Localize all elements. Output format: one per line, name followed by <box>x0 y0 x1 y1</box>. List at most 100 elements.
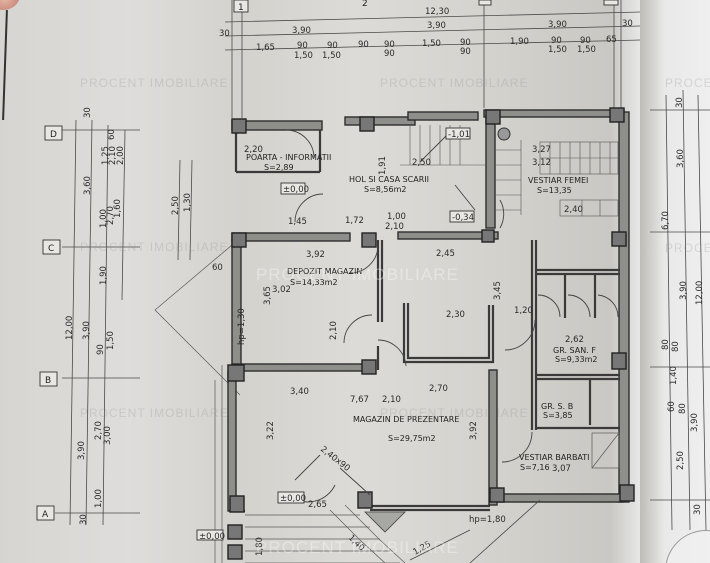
axis-label-2: 2 <box>362 0 368 9</box>
dim-segment: 30 <box>79 514 89 525</box>
watermark: PROCENT IMOBILIARE <box>380 406 528 420</box>
room-dim: 1,45 <box>288 217 307 227</box>
column <box>227 364 245 382</box>
room-dim: 2,65 <box>308 500 327 510</box>
dim-misc: 1,20 <box>514 306 533 316</box>
column <box>229 495 245 513</box>
dim-segment: 1,90 <box>99 266 109 285</box>
dim-opening: 90 <box>580 36 591 46</box>
dim-segment: 30 <box>83 107 93 118</box>
column <box>361 232 377 248</box>
room-dim: 2,10 <box>382 395 401 405</box>
axis-label-1: 1 <box>238 3 244 13</box>
room-area-vestiar-barbati: S=7,16 <box>520 463 550 472</box>
dim-opening: 90 <box>551 36 562 46</box>
dim-misc: 2,30 <box>446 310 465 320</box>
room-dim: 7,67 <box>350 395 369 405</box>
room-name-hol: HOL SI CASA SCARII <box>349 175 429 184</box>
watermark: PROCENT IMOBILIARE <box>665 241 710 255</box>
adjacent-page <box>640 0 710 563</box>
watermark: PROCENT IMOBILIARE <box>80 76 228 90</box>
room-name-depozit: DEPOZIT MAGAZIN <box>287 267 362 276</box>
dim-opening: 90 <box>460 47 471 57</box>
doors <box>285 129 619 503</box>
watermark: PROCENT IMOBILIARE <box>380 76 528 90</box>
room-area-depozit: S=14,33m2 <box>290 278 338 287</box>
dim-segment: 3,90 <box>82 321 92 340</box>
door-swing <box>377 339 407 367</box>
dim-opening: 90 <box>460 38 471 48</box>
dim-detail: 30 <box>693 504 703 515</box>
top-dimension-chain: 1 2 12,30 3,90 3,90 3,90 30 30 1,65 90 1… <box>219 0 641 118</box>
dim-opening: 1,50 <box>294 51 313 61</box>
room-area-gr-san-f: S=9,33m2 <box>555 355 597 364</box>
room-name-gr-san-f: GR. SAN. F <box>553 346 596 355</box>
column <box>619 484 635 502</box>
dim-detail: 1,00 <box>99 209 109 228</box>
door-swing <box>504 319 536 351</box>
axis-label-b: B <box>45 376 51 386</box>
level-label: -0,34 <box>452 213 474 223</box>
dim-total-width: 12,30 <box>425 7 449 17</box>
dim-detail: 2,00 <box>116 146 126 165</box>
column <box>489 487 505 503</box>
column <box>609 107 625 123</box>
dim-opening: 90 <box>384 49 395 59</box>
dim-opening: 90 <box>358 40 369 50</box>
watermark: PROCENT IMOBILIARE <box>80 406 228 420</box>
room-dim: 2,70 <box>429 384 448 394</box>
axis-label-a: A <box>42 510 49 520</box>
right-dimension-chain: 30 3,60 6,70 3,90 12,00 80 80 1,40 60 80… <box>650 89 710 531</box>
door-swing <box>285 129 315 159</box>
dim-misc: 3,45 <box>493 281 503 300</box>
dim-opening: 90 <box>384 40 395 50</box>
axis-marker-c <box>42 239 61 255</box>
level-label: ±0,00 <box>283 185 309 195</box>
column <box>227 524 243 540</box>
column <box>227 544 243 560</box>
watermark: PROCENT IMOBILIARE <box>256 538 459 557</box>
chimney-duct <box>497 127 511 141</box>
hp-label: hp=1,80 <box>469 515 506 525</box>
room-name-poarta: POARTA - INFORMATII <box>246 153 331 162</box>
dim-detail: 1,00 <box>94 489 104 508</box>
column <box>361 359 377 375</box>
room-labels: POARTA - INFORMATII S=2,89 2,20 HOL SI C… <box>244 145 597 510</box>
dim-segment: 6,70 <box>661 211 671 230</box>
dim-segment: 3,60 <box>83 176 93 195</box>
dim-segment: 3,90 <box>690 413 700 432</box>
dim-opening: 1,50 <box>322 51 341 61</box>
dim-total-height: 12,00 <box>65 316 75 340</box>
column <box>611 231 627 247</box>
room-dim: 3,02 <box>272 285 291 295</box>
room-dim: 3,07 <box>552 464 571 474</box>
dim-bay-3: 3,90 <box>548 20 567 30</box>
column <box>481 229 495 243</box>
dim-detail: 2,70 <box>106 206 116 225</box>
room-dim: 3,40 <box>290 387 309 397</box>
watermark: PROCENT IMOBILIARE <box>80 240 228 254</box>
dim-segment: 30 <box>675 97 685 108</box>
room-name-vestiar-femei: VESTIAR FEMEI <box>528 176 588 185</box>
column <box>231 232 247 248</box>
dim-detail: 2,70 <box>94 421 104 440</box>
dim-detail: 3,00 <box>103 426 113 445</box>
axis-marker-b <box>39 371 58 387</box>
door-swing <box>294 193 324 223</box>
finger-in-photo <box>0 0 20 10</box>
watermarks: PROCENT IMOBILIARE PROCENT IMOBILIARE PR… <box>80 76 710 557</box>
room-dim: 3,22 <box>266 421 276 440</box>
dim-opening: 1,65 <box>256 43 275 53</box>
dim-misc: 2,45 <box>436 249 455 259</box>
dim-opening: 1,50 <box>548 45 567 55</box>
column <box>485 109 501 125</box>
dim-detail: 80 <box>678 403 688 414</box>
level-markers: ±0,00 -0,34 -1,01 hp=1,80 hp=1,30 2,45 2… <box>237 127 533 525</box>
door-swing <box>567 294 591 318</box>
column <box>611 352 627 370</box>
door-swing <box>349 244 379 274</box>
vestiar-femei-tiles <box>539 141 619 217</box>
dim-entry: 1,30 <box>183 193 193 212</box>
door-swing <box>499 199 505 229</box>
